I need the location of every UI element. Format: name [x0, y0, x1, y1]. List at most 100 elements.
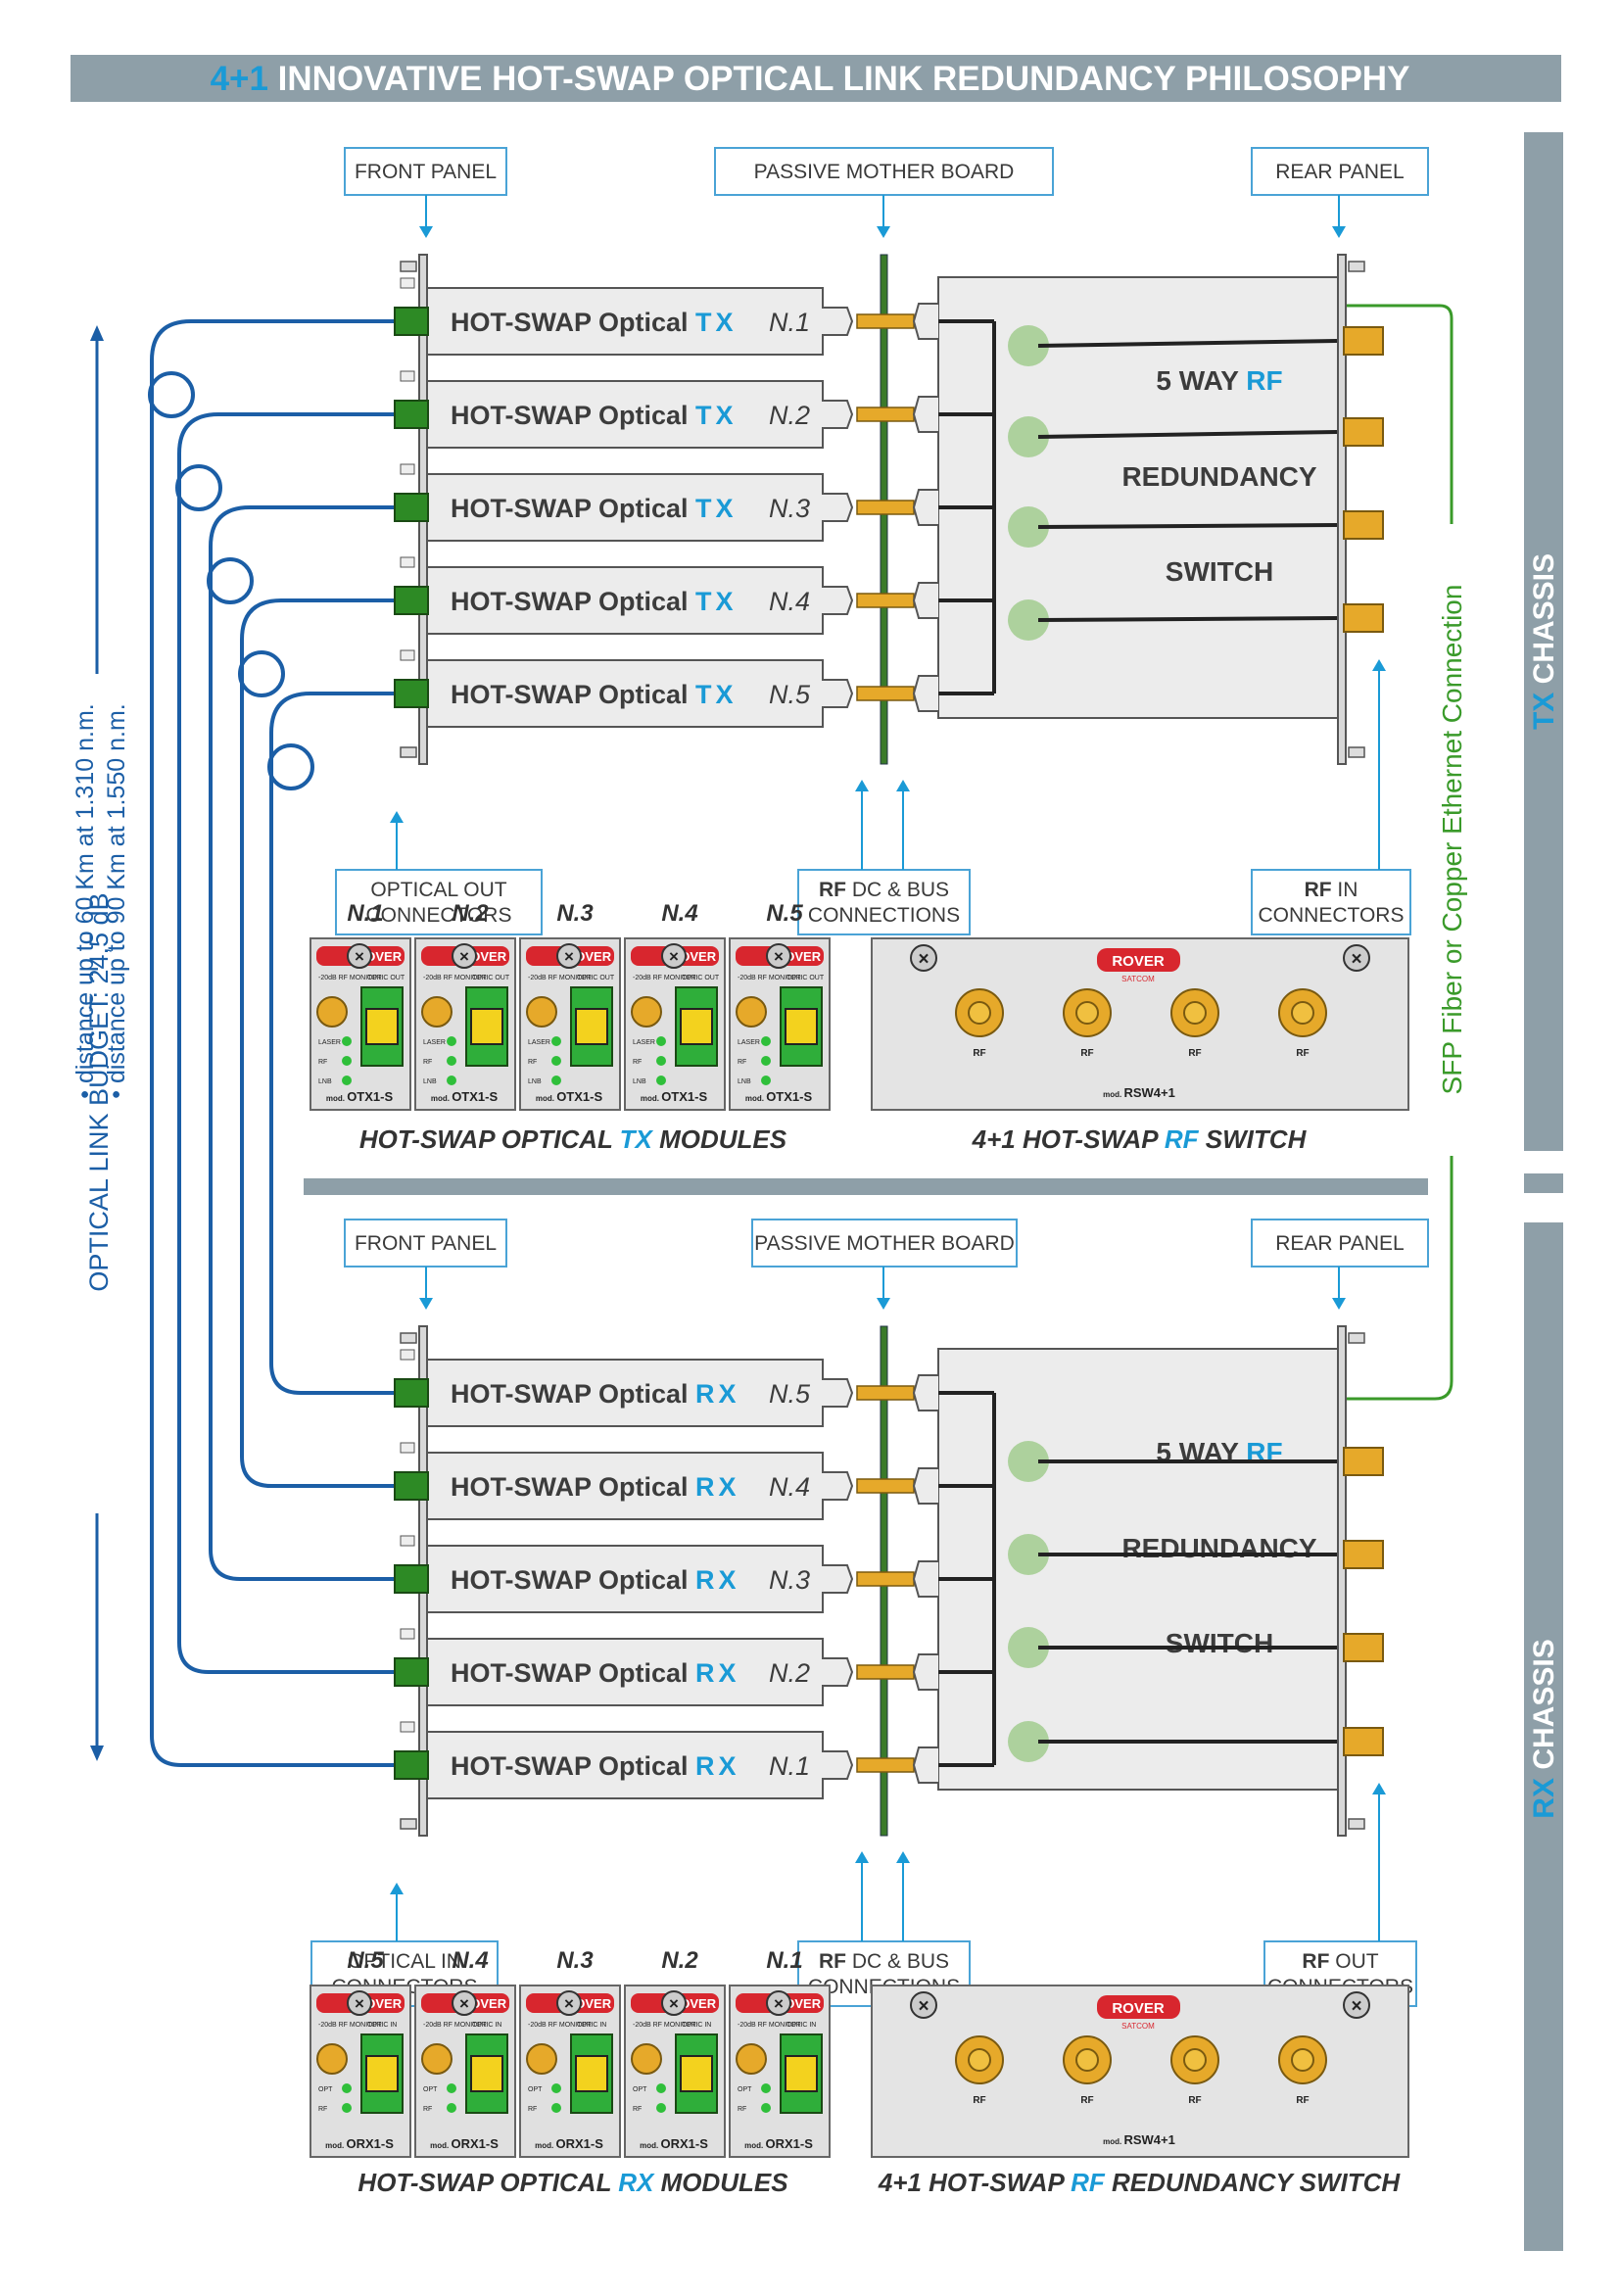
tx-front-module-led [342, 1076, 352, 1085]
rx-rf-connectors-arrow-head [1372, 1783, 1386, 1794]
tx-rf-connectors-label-text-1: RF IN [1305, 879, 1358, 901]
tx-module-number: N.5 [769, 680, 811, 709]
rx-front-module-led [656, 2103, 666, 2113]
rx-module-label: HOT-SWAP Optical RX [451, 1472, 740, 1502]
rx-rear-brand-bar [1097, 1995, 1180, 2019]
rx-front-panel-label-text: FRONT PANEL [355, 1232, 497, 1255]
tx-backplane-connector [856, 500, 915, 515]
tx-rfdc-label-box [797, 869, 971, 935]
tx-switch-input [912, 396, 938, 433]
rx-switch-title-2: REDUNDANCY [1121, 1533, 1316, 1563]
rx-rf-connectors-label-text-1: RF OUT [1302, 1950, 1378, 1973]
rx-front-module-port: OPTIC IN [682, 2022, 711, 2029]
rx-front-module-screw-icon [452, 1990, 477, 2016]
tx-module-screw [400, 649, 415, 661]
rx-rear-rf-connector-3 [1343, 1633, 1384, 1662]
rx-rfdc-arrow-1-head [855, 1851, 869, 1863]
tx-front-module-laser-icon [365, 1008, 399, 1045]
tx-backplane-connector [856, 686, 915, 701]
tx-rear-panel-label-box [1251, 147, 1429, 196]
rx-rear-rf-connector-1 [1343, 1447, 1384, 1476]
tx-module-label: HOT-SWAP Optical TX [451, 494, 738, 523]
tx-rfdc-arrow-1-head [855, 780, 869, 791]
fiber-link-5 [269, 692, 395, 1395]
rx-switch-input [912, 1746, 938, 1784]
tx-front-module-led [656, 1076, 666, 1085]
rx-rear-plate [1337, 1325, 1347, 1837]
tx-front-module-led [551, 1036, 561, 1046]
rx-front-module-rf-connector [526, 2043, 557, 2075]
rx-front-module-led [551, 2103, 561, 2113]
rx-backplane-connector [856, 1757, 915, 1773]
rx-front-module-screw-x: × [355, 1994, 364, 2013]
tx-rear-plate [1337, 254, 1347, 765]
tx-rfdc-label-text-1: RF DC & BUS [819, 879, 949, 901]
tx-front-module-port: OPTIC OUT [367, 975, 405, 981]
tx-module-label: HOT-SWAP Optical TX [451, 587, 738, 616]
rx-module-screw [400, 1442, 415, 1454]
rx-front-module-led [656, 2083, 666, 2093]
tx-front-module-screw-icon [661, 943, 687, 969]
rx-front-module-laser-icon [785, 2055, 818, 2092]
tx-front-module-screw-x: × [459, 947, 469, 966]
sfp-link-line [1344, 304, 1453, 1401]
rx-relay-4 [1008, 1721, 1049, 1762]
rx-front-module-led [447, 2083, 456, 2093]
tx-front-module-laser-icon [470, 1008, 503, 1045]
rx-optical-label-text-1: OPTICAL IN [348, 1950, 461, 1973]
budget-arrow-up [90, 325, 104, 341]
fiber-loop-4 [238, 650, 285, 697]
tx-rear-screw-icon-1 [910, 944, 937, 972]
rx-front-panel-label: FRONT PANEL [344, 1219, 507, 1268]
rx-module-screw [400, 1349, 415, 1361]
tx-rear-model: mod. RSW4+1 [1103, 1085, 1175, 1100]
tx-module-screw [400, 463, 415, 475]
rx-mb-arrow-head [877, 1298, 890, 1310]
tx-rf-connectors-arrow-head [1372, 659, 1386, 671]
tx-front-module-monitor: -20dB RF MONITOR [423, 975, 487, 981]
rx-front-module-monitor: -20dB RF MONITOR [528, 2022, 592, 2029]
tx-module-number: N.3 [769, 494, 810, 523]
rx-front-module-led-label: RF [528, 2106, 537, 2113]
rx-rear-rf-connector-2 [1343, 1540, 1384, 1569]
rx-switch-input [912, 1374, 938, 1411]
tx-front-module-number: N.1 [347, 900, 383, 927]
tx-rf-connectors-label-box [1251, 869, 1411, 935]
tx-module-screw [400, 370, 415, 382]
tx-front-module-screw-icon [556, 943, 582, 969]
tx-module-label: HOT-SWAP Optical TX [451, 308, 738, 337]
tx-module-label: HOT-SWAP Optical TX [451, 680, 738, 709]
tx-front-module-port: OPTIC OUT [577, 975, 615, 981]
tx-front-module-screw-icon [452, 943, 477, 969]
chassis-separator [1524, 1173, 1563, 1193]
rx-front-module-number: N.3 [556, 1947, 594, 1974]
rx-front-module-port: OPTIC IN [786, 2022, 816, 2029]
rx-rear-rf-port-label-1: RF [973, 2095, 985, 2106]
page-title: 4+1 INNOVATIVE HOT-SWAP OPTICAL LINK RED… [211, 60, 1410, 98]
rx-rear-arrow-head [1332, 1298, 1346, 1310]
tx-front-module-led [342, 1056, 352, 1066]
tx-rfdc-arrow-2-head [896, 780, 910, 791]
rx-module-label: HOT-SWAP Optical RX [451, 1379, 740, 1409]
caption-rx-switch: 4+1 HOT-SWAP RF REDUNDANCY SWITCH [878, 2168, 1402, 2197]
tx-optical-connector [394, 493, 429, 522]
tx-front-module-rf-connector [526, 996, 557, 1028]
rx-front-module-led-label: RF [318, 2106, 327, 2113]
tx-front-module-laser-icon [680, 1008, 713, 1045]
fiber-link-1 [150, 319, 395, 1767]
rx-switch-input [912, 1560, 938, 1598]
tx-front-module-model: mod. OTX1-S [641, 1089, 708, 1104]
tx-front-module-port: OPTIC OUT [472, 975, 510, 981]
tx-front-module-led-label: RF [423, 1059, 432, 1066]
rx-module-number: N.1 [769, 1751, 810, 1781]
tx-rear-brand-bar [1097, 948, 1180, 972]
tx-front-module-led [761, 1036, 771, 1046]
rx-rear-rf-port-label-3: RF [1188, 2095, 1201, 2106]
tx-switch-input [912, 489, 938, 526]
rx-front-module-monitor: -20dB RF MONITOR [738, 2022, 801, 2029]
fiber-link-4 [240, 598, 395, 1488]
rx-backplane-connector [856, 1385, 915, 1401]
tx-front-module-number: N.4 [661, 900, 697, 927]
